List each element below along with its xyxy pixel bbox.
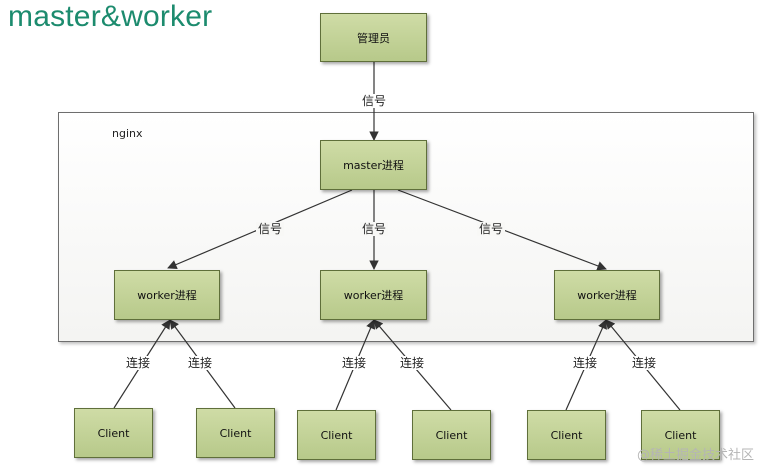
worker-process-node-1: worker进程 (114, 270, 220, 320)
client-node-5: Client (527, 410, 606, 460)
connect-label-3: 连接 (340, 356, 369, 370)
connect-label-4: 连接 (398, 356, 427, 370)
connect-label-1: 连接 (124, 356, 153, 370)
admin-node: 管理员 (320, 13, 427, 62)
client-node-1: Client (74, 408, 153, 458)
worker-process-node-3: worker进程 (554, 270, 660, 320)
watermark: @稀土掘金技术社区 (636, 448, 754, 463)
client-node-4: Client (412, 410, 491, 460)
signal-label-worker-1: 信号 (256, 222, 285, 236)
client-node-3: Client (297, 410, 376, 460)
connect-label-5: 连接 (571, 356, 600, 370)
client-node-6: Client (641, 410, 720, 460)
client-node-2: Client (196, 408, 275, 458)
connect-label-6: 连接 (630, 356, 659, 370)
master-process-node: master进程 (320, 140, 427, 190)
connect-label-2: 连接 (186, 356, 215, 370)
signal-label-admin: 信号 (360, 94, 389, 108)
signal-label-worker-3: 信号 (477, 222, 506, 236)
signal-label-worker-2: 信号 (360, 222, 389, 236)
nginx-frame-label: nginx (112, 127, 143, 140)
worker-process-node-2: worker进程 (320, 270, 427, 320)
diagram-title: master&worker (8, 0, 213, 33)
